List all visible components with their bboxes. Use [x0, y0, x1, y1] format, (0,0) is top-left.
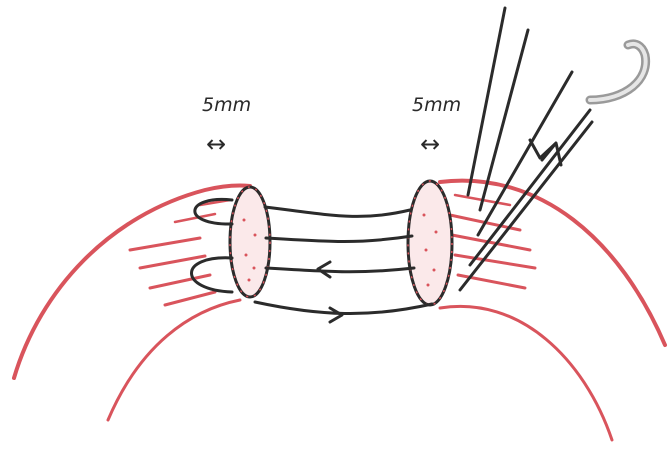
right-label: 5mm [412, 94, 461, 116]
left-vessel [14, 186, 250, 421]
arrowhead-icon [330, 308, 342, 322]
curved-needle-icon [590, 44, 646, 100]
left-measurement: 5mm ↔ [202, 94, 251, 158]
suture-threads-to-needle [460, 8, 592, 290]
left-vessel-lumen [230, 187, 270, 297]
connecting-sutures [255, 207, 432, 314]
left-label: 5mm [202, 94, 251, 116]
double-arrow-icon: ↔ [420, 130, 440, 158]
right-measurement: 5mm ↔ [412, 94, 461, 158]
arrowhead-icon [318, 262, 330, 277]
double-arrow-icon: ↔ [206, 130, 226, 158]
right-vessel [440, 181, 665, 440]
right-vessel-lumen [408, 181, 452, 305]
